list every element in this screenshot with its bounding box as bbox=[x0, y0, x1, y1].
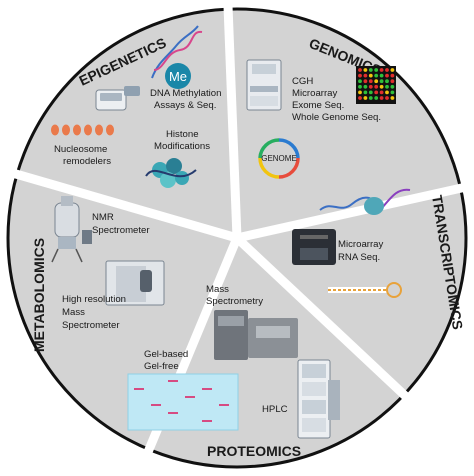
hr-mass-spec-label: High resolution Mass Spectrometer bbox=[62, 294, 129, 331]
microarray-spot bbox=[374, 90, 379, 95]
microarray-spot bbox=[363, 68, 368, 72]
microarray-spot bbox=[379, 68, 384, 72]
microarray-grid-icon bbox=[356, 66, 396, 104]
mass-spectrometry-label: Mass Spectrometry bbox=[206, 284, 263, 307]
methylation-me-badge-icon bbox=[165, 63, 191, 89]
microarray-spot bbox=[379, 96, 384, 100]
microarray-spot bbox=[379, 90, 384, 95]
microarray-spot bbox=[374, 73, 379, 78]
genome-ring-icon bbox=[258, 138, 300, 179]
microarray-spot bbox=[390, 96, 395, 100]
microarray-spot bbox=[374, 96, 379, 100]
histone-cluster-icon bbox=[145, 158, 197, 188]
microarray-spot bbox=[358, 84, 362, 89]
gel-band bbox=[168, 412, 178, 414]
microarray-spot bbox=[368, 84, 373, 89]
microarray-spot bbox=[374, 84, 379, 89]
microarray-spot bbox=[363, 96, 368, 100]
gel-band bbox=[219, 404, 229, 406]
methylation-me-badge-text: Me bbox=[169, 69, 187, 84]
microarray-spot bbox=[385, 68, 389, 72]
histone-label: Histone Modifications bbox=[154, 129, 210, 152]
microarray-spot bbox=[368, 90, 373, 95]
microarray-spot bbox=[363, 90, 368, 95]
microarray-spot bbox=[385, 73, 389, 78]
microarray-spot bbox=[379, 84, 384, 89]
gel-band bbox=[202, 388, 212, 390]
microarray-spot bbox=[385, 79, 389, 84]
genome-ring-label: GENOME bbox=[261, 154, 297, 163]
rna-polymerase-icon bbox=[319, 188, 411, 215]
epigenetics-lab-device-icon bbox=[95, 86, 140, 111]
gel-band bbox=[168, 380, 178, 382]
gel-band bbox=[134, 388, 144, 390]
microarray-spot bbox=[368, 68, 373, 72]
microarray-spot bbox=[385, 84, 389, 89]
metabolomics-title: METABOLOMICS bbox=[31, 238, 47, 352]
rna-hairpin-icon bbox=[328, 282, 402, 298]
microarray-spot bbox=[390, 73, 395, 78]
microarray-spot bbox=[358, 68, 362, 72]
microarray-spot bbox=[390, 79, 395, 84]
proteomics-title: PROTEOMICS bbox=[207, 443, 301, 459]
microarray-spot bbox=[368, 96, 373, 100]
microarray-spot bbox=[358, 96, 362, 100]
mass-spectrometer-icon bbox=[214, 310, 298, 360]
microarray-spot bbox=[390, 84, 395, 89]
rna-sequencer-icon bbox=[292, 229, 336, 265]
microarray-spot bbox=[390, 90, 395, 95]
microarray-spot bbox=[374, 68, 379, 72]
transcriptomics-methods-label: Microarray RNA Seq. bbox=[338, 239, 386, 263]
microarray-spot bbox=[368, 73, 373, 78]
hplc-label: HPLC bbox=[262, 404, 288, 415]
gel-band bbox=[151, 404, 161, 406]
microarray-spot bbox=[379, 79, 384, 84]
gel-band bbox=[185, 396, 195, 398]
hplc-instrument-icon bbox=[297, 359, 340, 439]
microarray-spot bbox=[385, 90, 389, 95]
metabolomics-section: METABOLOMICS NMR Spectrometer High resol… bbox=[31, 196, 165, 352]
microarray-spot bbox=[358, 79, 362, 84]
nmr-spectrometer-icon bbox=[51, 196, 92, 263]
dna-helix-icon bbox=[151, 25, 203, 79]
nmr-label: NMR Spectrometer bbox=[92, 212, 150, 236]
microarray-spot bbox=[385, 96, 389, 100]
nucleosome-beads-icon bbox=[51, 124, 114, 136]
microarray-spot bbox=[374, 79, 379, 84]
gel-electrophoresis-icon bbox=[127, 373, 239, 431]
gel-method-label: Gel-based Gel-free bbox=[144, 349, 191, 372]
proteomics-section: PROTEOMICS Mass Spectrometry Gel-based G… bbox=[127, 284, 340, 459]
microarray-spot bbox=[358, 90, 362, 95]
section-dividers bbox=[7, 5, 467, 454]
hr-mass-spectrometer-icon bbox=[105, 260, 165, 306]
genomics-methods-label: CGH Microarray Exome Seq. Whole Genome S… bbox=[292, 76, 381, 123]
microarray-spot bbox=[358, 73, 362, 78]
microarray-spot bbox=[390, 68, 395, 72]
microarray-spot bbox=[363, 79, 368, 84]
microarray-spot bbox=[379, 73, 384, 78]
microarray-spot bbox=[363, 84, 368, 89]
gel-band bbox=[202, 420, 212, 422]
nucleosome-label: Nucleosome remodelers bbox=[54, 144, 111, 167]
dna-methylation-label: DNA Methylation Assays & Seq. bbox=[150, 88, 224, 111]
sequencer-machine-icon bbox=[246, 59, 282, 111]
microarray-spot bbox=[368, 79, 373, 84]
microarray-spot bbox=[363, 73, 368, 78]
